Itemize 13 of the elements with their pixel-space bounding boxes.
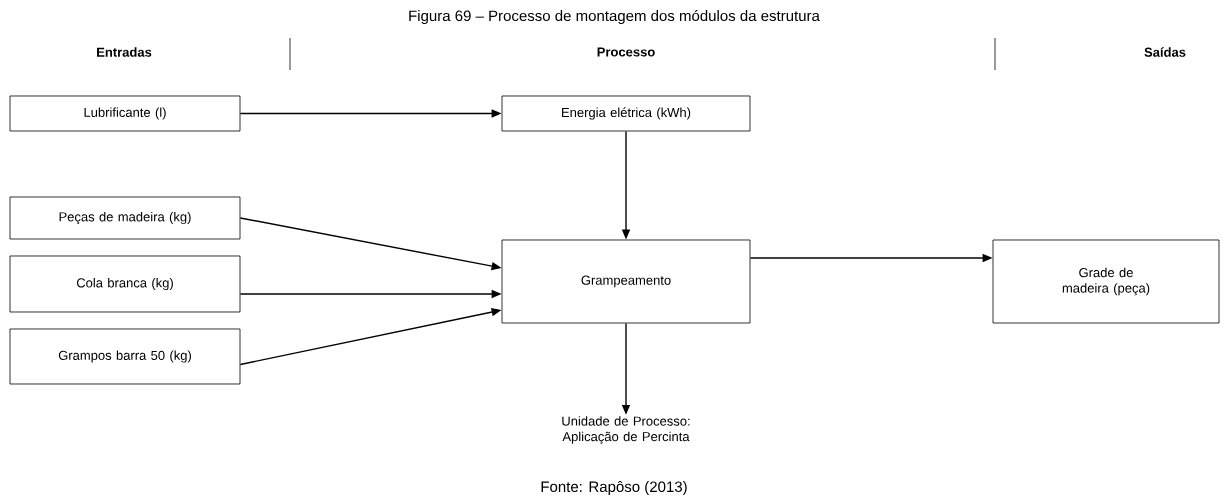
column-header: Processo [597,47,655,57]
column-header: Entradas [97,47,152,57]
process-box: Grampos barra 50 (kg) [9,328,241,385]
column-header: Saídas [1144,47,1186,57]
process-box: Grade de madeira (peça) [992,239,1220,324]
process-box: Cola branca (kg) [9,255,241,313]
process-label: Unidade de Processo: Aplicação de Percinta [562,416,690,444]
process-box: Grampeamento [501,239,751,324]
figure-title: Figura 69 – Processo de montagem dos módulos da estrutura [409,9,820,25]
process-box: Energia elétrica (kWh) [501,95,751,132]
figure-caption: Fonte: Rapôso (2013) [541,480,687,495]
process-box: Peças de madeira (kg) [9,196,241,240]
process-box: Lubrificante (l) [9,95,241,132]
